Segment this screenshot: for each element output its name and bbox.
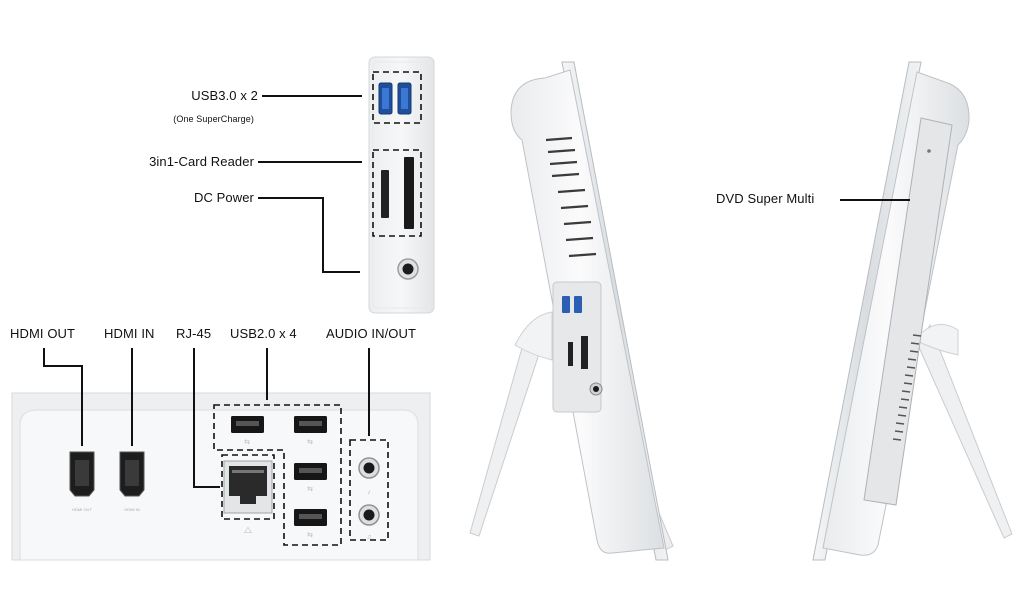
usb30-note-label: (One SuperCharge) — [173, 114, 254, 124]
usb20-port-4 — [294, 509, 327, 526]
rj45-highlight-box — [221, 454, 275, 520]
audio-in-jack — [358, 457, 380, 479]
usb-symbol-icon: ⇆ — [307, 439, 313, 446]
usb20-port-2 — [294, 416, 327, 433]
rj45-label: RJ-45 — [176, 326, 212, 341]
pc-side-view-left — [469, 61, 674, 561]
dc-power-jack — [397, 258, 419, 280]
dvd-label: DVD Super Multi — [716, 191, 815, 206]
usb30-port-2 — [397, 82, 412, 115]
usb30-highlight-box — [372, 71, 422, 124]
hdmi-in-port — [119, 451, 145, 497]
audio-highlight-box — [349, 439, 389, 541]
audio-label: AUDIO IN/OUT — [326, 326, 417, 341]
dc-power-label: DC Power — [193, 190, 254, 205]
network-symbol-icon: ⧍ — [244, 525, 253, 535]
usb30-label: USB3.0 x 2 — [191, 88, 258, 103]
audio-out-jack — [358, 504, 380, 526]
usb20-highlight-box — [213, 404, 342, 546]
side-port-panel — [258, 56, 435, 314]
hdmi-in-mark: HDMI IN — [124, 507, 139, 512]
card-reader-highlight-box — [372, 149, 422, 237]
usb20-label: USB2.0 x 4 — [230, 326, 297, 341]
dc-power-leader — [258, 197, 360, 273]
rear-port-panel: HDMI OUT HDMI IN ⧍ ⇆ ⇆ — [11, 348, 431, 561]
hdmi-out-leader — [43, 348, 83, 446]
hdmi-in-label: HDMI IN — [104, 326, 155, 341]
headphone-icon: ♫ — [366, 534, 371, 541]
usb-symbol-icon: ⇆ — [307, 532, 313, 539]
usb20-port-3 — [294, 463, 327, 480]
usb-symbol-icon: ⇆ — [244, 439, 250, 446]
rj45-leader — [193, 348, 220, 488]
micro-card-slot — [381, 170, 389, 218]
usb-symbol-icon: ⇆ — [307, 486, 313, 493]
rj45-port — [223, 460, 273, 514]
card-reader-label: 3in1-Card Reader — [149, 154, 254, 169]
usb30-port-1 — [378, 82, 393, 115]
sd-card-slot — [404, 157, 414, 229]
hdmi-out-label: HDMI OUT — [10, 326, 76, 341]
usb20-port-1 — [231, 416, 264, 433]
hdmi-out-mark: HDMI OUT — [72, 507, 92, 512]
hdmi-out-port — [69, 451, 95, 497]
microphone-icon: ♪ — [367, 489, 371, 496]
pc-side-view-right — [812, 61, 1013, 561]
